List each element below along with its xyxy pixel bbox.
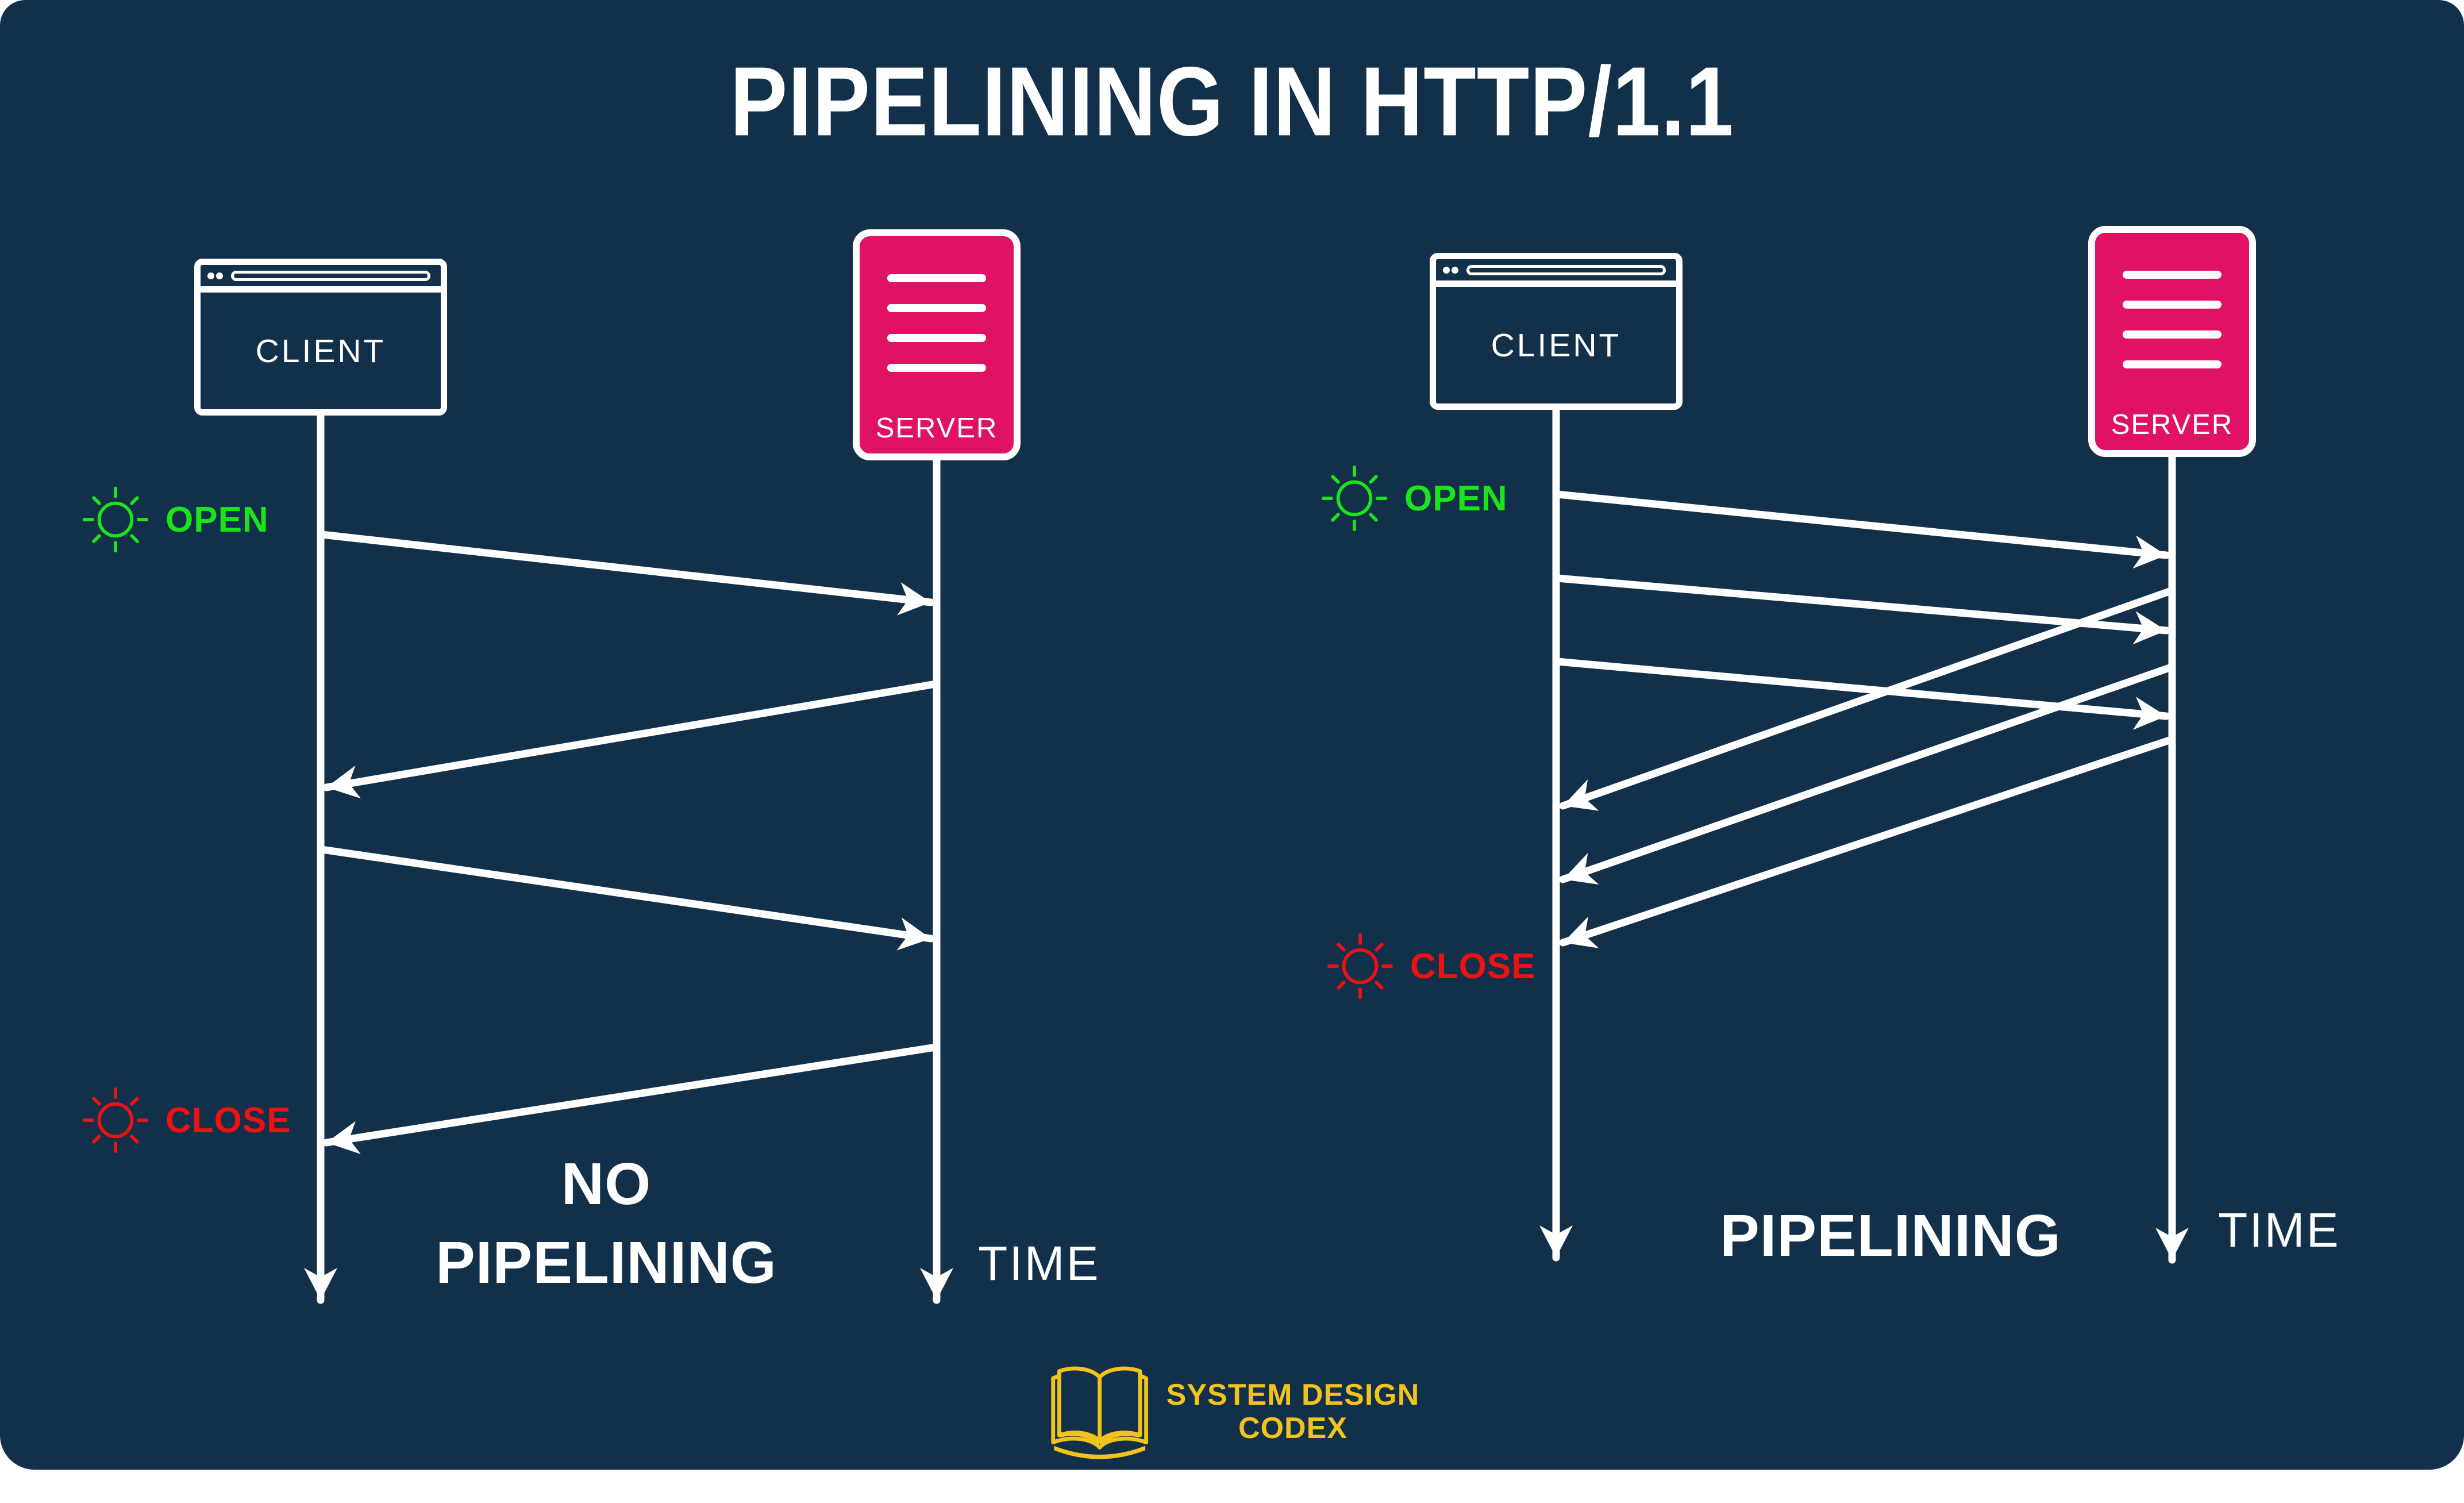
left-open-signal: OPEN	[82, 486, 269, 553]
pipelining-request-2	[1553, 574, 2170, 645]
right-caption: PIPELINING	[1720, 1202, 2061, 1268]
left-close-label: CLOSE	[165, 1100, 291, 1140]
left-time-label: TIME	[978, 1236, 1100, 1290]
pipelining-request-1	[1553, 490, 2170, 569]
left-client-label: CLIENT	[255, 332, 386, 370]
browser-button-icon	[1443, 266, 1450, 274]
sun-burst-icon	[82, 1087, 149, 1154]
logo-line2: CODEX	[1238, 1412, 1348, 1445]
no-pipelining-request-2	[318, 845, 935, 951]
sun-burst-icon	[1327, 933, 1393, 1000]
page-title: PIPELINING IN HTTP/1.1	[730, 46, 1734, 156]
right-server-box: SERVER	[2088, 226, 2256, 457]
browser-addressbar-icon	[231, 270, 430, 281]
open-book-icon	[1051, 1366, 1149, 1459]
left-caption-line1: NO	[561, 1151, 652, 1217]
dark-background-panel	[0, 0, 2464, 1470]
server-rack-lines-icon	[860, 274, 1014, 372]
server-rack-lines-icon	[2095, 271, 2249, 368]
no-pipelining-response-1	[322, 680, 940, 799]
logo-line1: SYSTEM DESIGN	[1166, 1378, 1420, 1412]
left-server-label: SERVER	[875, 413, 998, 444]
no-pipelining-response-2	[322, 1043, 940, 1154]
browser-titlebar	[201, 265, 441, 293]
left-caption: NO PIPELINING	[371, 1145, 842, 1302]
right-time-label: TIME	[2218, 1203, 2340, 1257]
right-open-signal: OPEN	[1320, 464, 1508, 532]
right-close-label: CLOSE	[1410, 946, 1536, 986]
pipelining-response-2	[1559, 663, 2175, 885]
left-close-signal: CLOSE	[82, 1086, 291, 1154]
right-open-label: OPEN	[1404, 478, 1508, 518]
left-client-box: CLIENT	[194, 259, 447, 416]
sun-burst-icon	[1321, 465, 1388, 532]
browser-button-icon	[207, 272, 214, 279]
left-server-box: SERVER	[853, 229, 1021, 460]
sun-burst-icon	[82, 486, 149, 553]
browser-titlebar	[1436, 259, 1676, 287]
left-open-label: OPEN	[165, 499, 269, 540]
browser-addressbar-icon	[1466, 264, 1666, 275]
right-client-label: CLIENT	[1491, 326, 1622, 364]
logo-text: SYSTEM DESIGN CODEX	[1166, 1378, 1420, 1445]
left-caption-line2: PIPELINING	[436, 1229, 777, 1296]
pipelining-response-3	[1559, 736, 2175, 948]
right-close-signal: CLOSE	[1326, 932, 1536, 1000]
right-server-label: SERVER	[2111, 409, 2234, 440]
pipelining-response-1	[1559, 587, 2175, 811]
browser-button-icon	[216, 272, 223, 279]
footer-logo: SYSTEM DESIGN CODEX	[1045, 1363, 1420, 1460]
pipelining-request-3	[1553, 658, 2170, 730]
right-client-box: CLIENT	[1430, 253, 1683, 410]
browser-button-icon	[1452, 266, 1458, 274]
no-pipelining-request-1	[318, 531, 935, 616]
